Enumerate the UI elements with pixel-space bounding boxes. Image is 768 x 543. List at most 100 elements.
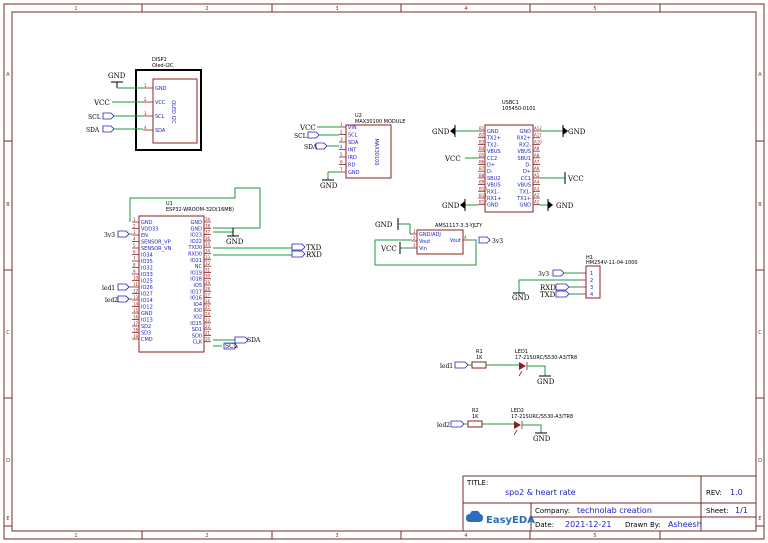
usbc1-right-pin-sbu1: SBU1 xyxy=(518,156,531,162)
disp1-pin-sda: SDA xyxy=(155,128,166,134)
led2[interactable]: LED2 17-21SURC/S530-A3/TR8 xyxy=(511,408,573,436)
usbc1-right-pinnum: A9 xyxy=(534,146,540,151)
reg-pinnum: 2 xyxy=(413,236,416,241)
u1-right-pinnum: 35 xyxy=(205,242,211,247)
max30100-module-u2[interactable]: U2 MAX30100 MODULE MAX30100 VIN1SCL2SDA3… xyxy=(339,113,405,179)
u1-left-pin-io33: IO33 xyxy=(141,272,153,278)
zone-bottom-2: 2 xyxy=(205,533,208,539)
drawn-value: Asheesh xyxy=(668,520,702,529)
u1-right-pin-io23: IO23 xyxy=(190,233,202,239)
u1-right-pin-io17: IO17 xyxy=(190,289,202,295)
usbc1-vcc-left-net: VCC xyxy=(444,155,461,163)
u1-left-pinnum: 11 xyxy=(133,282,139,287)
r1-ref: R1 xyxy=(476,349,483,355)
zone-left-A: A xyxy=(6,72,10,78)
u1-left-pinnum: 2 xyxy=(133,224,136,229)
disp1-body xyxy=(152,78,198,144)
u1-left-pin-cmd: CMD xyxy=(141,337,153,343)
u1-left-pin-sensor_vn: SENSOR_VN xyxy=(141,246,172,252)
disp1-scl-net: SCL xyxy=(88,114,101,121)
zone-top-3: 3 xyxy=(335,6,338,12)
disp1-pin-scl: SCL xyxy=(155,114,165,120)
zone-top-5: 5 xyxy=(593,6,596,12)
u2-pin-rd: RD xyxy=(348,163,355,169)
u2-pin-gnd: GND xyxy=(348,170,360,176)
zone-left-D: D xyxy=(6,458,10,464)
h1-pin-3: 3 xyxy=(590,285,593,291)
usbc1-right-pin-cc1: CC1 xyxy=(521,176,531,182)
reg-3v3-net: 3v3 xyxy=(492,238,503,245)
reg-vcc-net: VCC xyxy=(380,245,397,253)
led2-symbol xyxy=(514,421,521,429)
resistor-r2[interactable]: R2 1K xyxy=(467,408,483,428)
usbc1-body xyxy=(484,124,534,213)
u1-left-pinnum: 4 xyxy=(133,237,136,242)
usb-c-connector-usbc1[interactable]: USBC1 105450-0101 GNDB1TX2+B2TX2-B3VBUSB… xyxy=(478,100,542,213)
led1[interactable]: LED1 17-21SURC/S530-A3/TR8 xyxy=(515,349,577,377)
zone-bottom-3: 3 xyxy=(335,533,338,539)
disp1-ref: DISP1 xyxy=(152,57,167,63)
resistor-r1[interactable]: R1 1K xyxy=(471,349,487,369)
u1-right-pinnum: 30 xyxy=(205,274,211,279)
usbc1-value: 105450-0101 xyxy=(502,106,536,112)
usbc1-gnd-right2-net: GND xyxy=(556,202,574,210)
u2-pinnum: 7 xyxy=(340,167,343,172)
u1-left-pin-io27: IO27 xyxy=(141,292,153,298)
usbc1-right-pin-tx1-: TX1- xyxy=(519,189,532,195)
usbc1-right-pinnum: A12 xyxy=(534,126,542,131)
u1-left-pin-io13: IO13 xyxy=(141,318,153,324)
u2-pinnum: 1 xyxy=(340,122,343,127)
usbc1-left-pinnum: B12 xyxy=(479,200,487,205)
usbc1-left-pin-gnd: GND xyxy=(487,129,499,135)
u1-right-pinnum: 33 xyxy=(205,255,211,260)
usbc1-pins: GNDB1TX2+B2TX2-B3VBUSB4CC2B5D+B6D-B7SBU2… xyxy=(478,126,542,209)
usbc1-right-pin-tx1+: TX1+ xyxy=(516,196,531,202)
reg-body xyxy=(416,229,464,255)
u1-left-pinnum: 7 xyxy=(133,256,136,261)
zone-bottom-1: 1 xyxy=(74,533,77,539)
title-label: TITLE: xyxy=(466,479,488,487)
usbc1-right-pinnum: A11 xyxy=(534,133,542,138)
u1-left-pinnum: 19 xyxy=(133,334,139,339)
zone-bottom-5: 5 xyxy=(593,533,596,539)
u1-left-pin-io26: IO26 xyxy=(141,285,153,291)
usbc1-right-pin-rx2+: RX2+ xyxy=(517,136,531,142)
esp32-module-u1[interactable]: U1 ESP32-WROOM-32D(16MB) GND1VDD332EN3SE… xyxy=(129,187,261,353)
reg-right-pin-vout: Vout xyxy=(450,238,461,244)
u1-right-pinnum: 27 xyxy=(205,293,211,298)
usbc1-right-pinnum: A6 xyxy=(534,166,540,171)
easyeda-logo: EasyEDA xyxy=(466,510,535,526)
outer-frame xyxy=(3,3,765,540)
zone-right-D: D xyxy=(758,458,762,464)
disp1-pinnum: 4 xyxy=(144,125,147,130)
usbc1-left-pinnum: B7 xyxy=(479,166,485,171)
h1-pin-4: 4 xyxy=(590,292,593,298)
usbc1-right-pin-d-: D- xyxy=(525,163,531,169)
u1-left-pin-io32: IO32 xyxy=(141,266,153,272)
title-block: TITLE: spo2 & heart rate REV: 1.0 Compan… xyxy=(462,475,757,532)
u1-gnd-net: GND xyxy=(226,238,244,246)
u1-right-pinnum: 39 xyxy=(205,217,211,222)
u1-left-pinnum: 14 xyxy=(133,302,139,307)
r2-led2-net: led2 xyxy=(437,422,450,429)
u1-right-pin-txd0: TXD0 xyxy=(187,245,202,251)
reg-nets: GND VCC 3v3 xyxy=(374,218,503,266)
disp1-pinnum: 1 xyxy=(144,83,147,88)
usbc1-right-pin-d+: D+ xyxy=(523,169,531,175)
u1-right-pinnum: 26 xyxy=(205,299,211,304)
disp1-pinnum: 3 xyxy=(144,111,147,116)
u1-right-pin-io5: IO5 xyxy=(193,283,202,289)
disp1-pinnum: 2 xyxy=(144,97,147,102)
u2-pinnum: 4 xyxy=(340,145,343,150)
u1-right-pinnum: 25 xyxy=(205,305,211,310)
rev-label: REV: xyxy=(706,489,722,497)
u1-right-pinnum: 22 xyxy=(205,324,211,329)
r2-ref: R2 xyxy=(472,408,479,414)
reg-pin-vin: Vin xyxy=(419,246,427,252)
h1-pin-1: 1 xyxy=(590,271,593,277)
